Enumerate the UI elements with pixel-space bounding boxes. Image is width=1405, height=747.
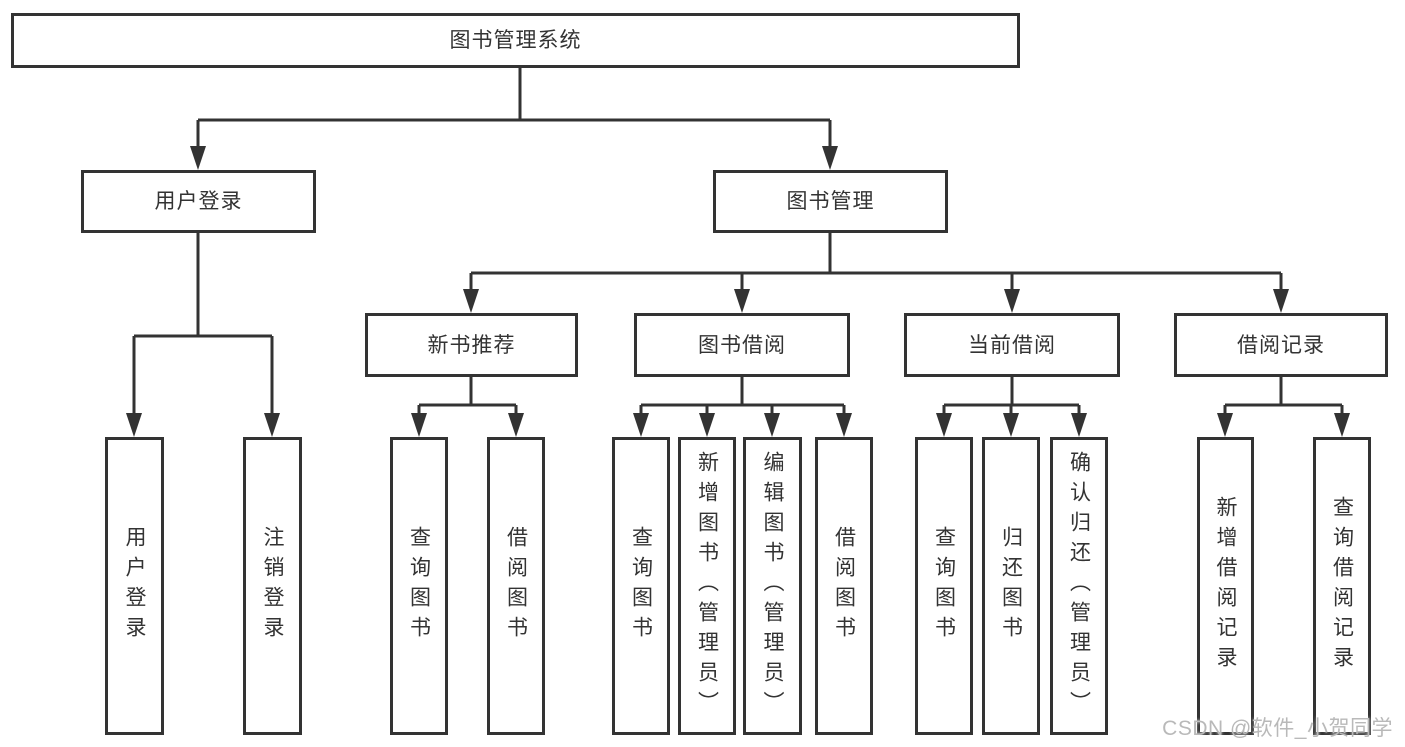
leaf-borrow-books-recommendation: 借阅图书 bbox=[487, 437, 545, 735]
leaf-add-book-admin: 新增图书（管理员） bbox=[678, 437, 736, 735]
arrowheads bbox=[126, 146, 1350, 437]
node-book-management: 图书管理 bbox=[713, 170, 948, 233]
node-library-management-system: 图书管理系统 bbox=[11, 13, 1020, 68]
leaf-confirm-return-admin: 确认归还（管理员） bbox=[1050, 437, 1108, 735]
leaf-query-books-current: 查询图书 bbox=[915, 437, 973, 735]
leaf-query-books-recommendation: 查询图书 bbox=[390, 437, 448, 735]
leaf-user-login: 用户登录 bbox=[105, 437, 164, 735]
leaf-query-borrow-record: 查询借阅记录 bbox=[1313, 437, 1371, 735]
leaf-borrow-books-borrowing: 借阅图书 bbox=[815, 437, 873, 735]
node-current-borrowing: 当前借阅 bbox=[904, 313, 1120, 377]
leaf-query-books-borrowing: 查询图书 bbox=[612, 437, 670, 735]
leaf-logout: 注销登录 bbox=[243, 437, 302, 735]
node-user-login: 用户登录 bbox=[81, 170, 316, 233]
leaf-edit-book-admin: 编辑图书（管理员） bbox=[743, 437, 802, 735]
node-borrowing-records: 借阅记录 bbox=[1174, 313, 1388, 377]
node-new-book-recommendation: 新书推荐 bbox=[365, 313, 578, 377]
node-book-borrowing: 图书借阅 bbox=[634, 313, 850, 377]
csdn-watermark: CSDN @软件_小贺同学 bbox=[1162, 717, 1393, 740]
leaf-return-book: 归还图书 bbox=[982, 437, 1040, 735]
leaf-add-borrow-record: 新增借阅记录 bbox=[1197, 437, 1254, 735]
